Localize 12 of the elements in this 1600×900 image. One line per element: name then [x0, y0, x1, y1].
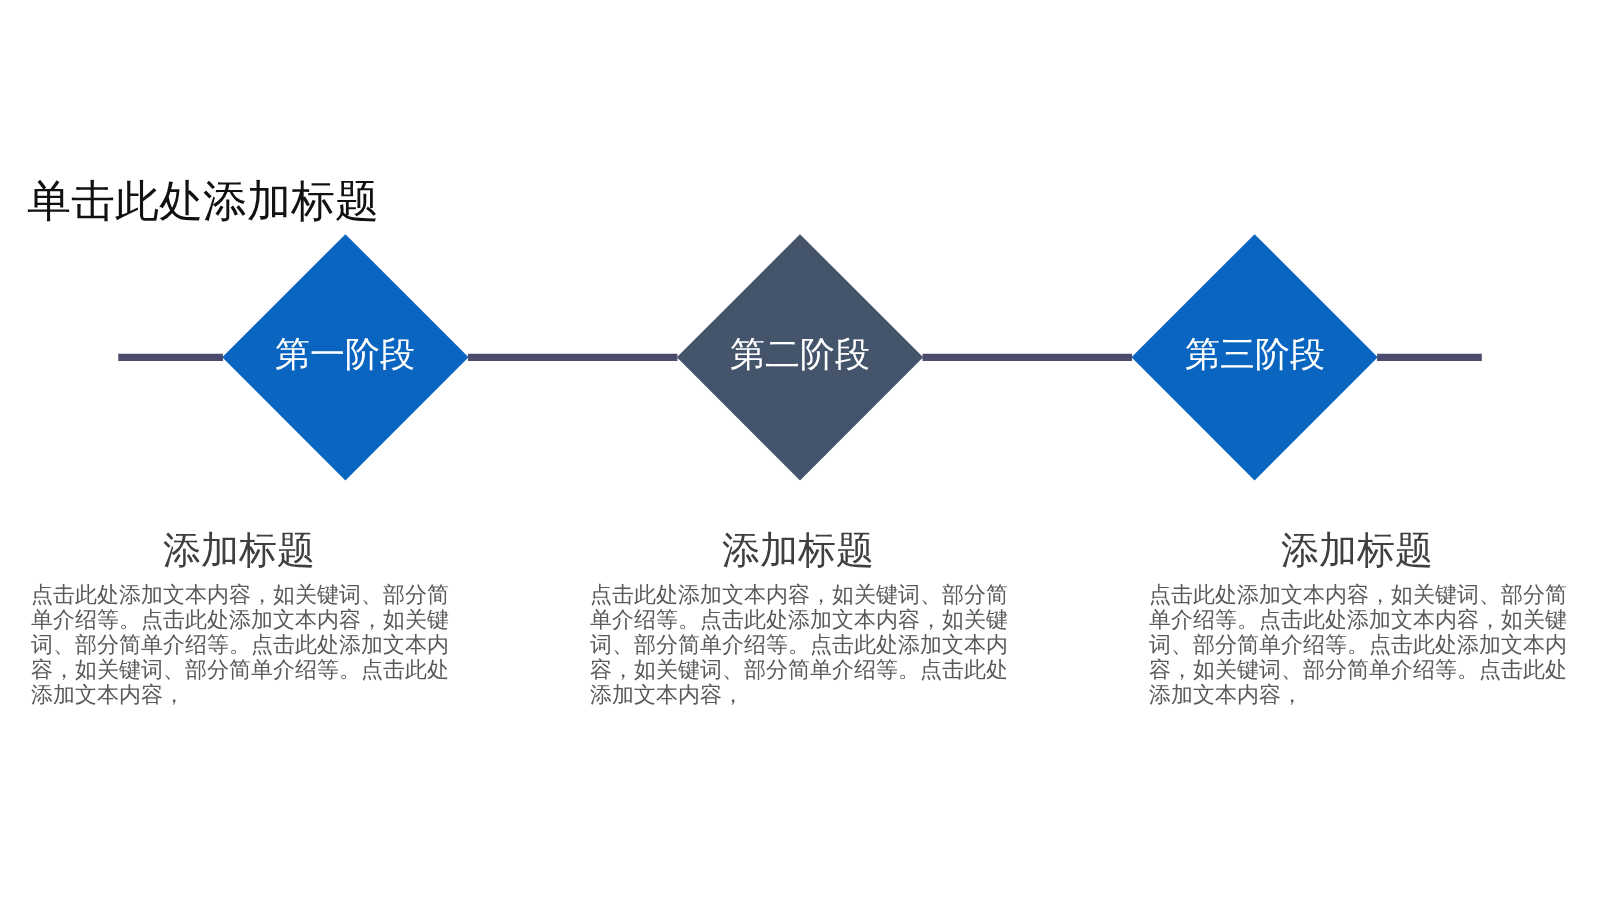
node-diamond: 第三阶段 [1131, 234, 1378, 481]
diagram-title: 单击此处添加标题 [27, 175, 380, 227]
node-label: 点击此处添加文本内容，如关键词、部分简单介绍等。点击此处添加文本内容，如关键词、部分简单介绍等。点击此处添加文本内容，如关键词、部分简单介绍等。点击此处添加文本内容， [30, 581, 449, 707]
node-label: 添加标题 [1281, 526, 1434, 572]
connector [467, 353, 678, 361]
node-label: 添加标题 [722, 526, 875, 572]
node-label: 点击此处添加文本内容，如关键词、部分简单介绍等。点击此处添加文本内容，如关键词、部分简单介绍等。点击此处添加文本内容，如关键词、部分简单介绍等。点击此处添加文本内容， [589, 581, 1008, 707]
node-diamond: 第一阶段 [222, 234, 469, 481]
node-diamond: 第二阶段 [676, 234, 924, 481]
connector [922, 353, 1132, 361]
node-label: 添加标题 [162, 526, 315, 572]
node-label: 点击此处添加文本内容，如关键词、部分简单介绍等。点击此处添加文本内容，如关键词、部分简单介绍等。点击此处添加文本内容，如关键词、部分简单介绍等。点击此处添加文本内容， [1148, 581, 1567, 707]
